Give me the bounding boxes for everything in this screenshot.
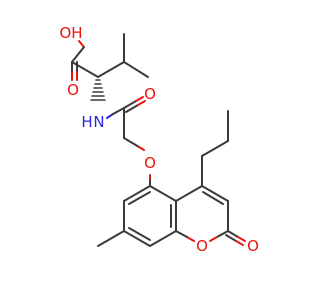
- bond-propyl-1-2: [201, 140, 229, 157]
- bond-c5-c4a: [149, 185, 177, 202]
- bond-amide-carbonyl-double: [123, 96, 146, 113]
- bond-c6-c5-inner: [128, 191, 151, 205]
- bond-beta-to-methyl-right: [123, 61, 149, 78]
- bond-acid-carbon-to-alpha-carbon: [71, 61, 99, 78]
- bond-methylene-to-ether-oxygen: [123, 137, 145, 151]
- bond-c8a-c8: [149, 230, 177, 247]
- acid-carbonyl-oxygen-label: O: [67, 81, 79, 99]
- bond-hydroxyl-to-acid-carbon: [71, 40, 85, 63]
- bond-alpha-carbon-to-beta-carbon: [97, 61, 125, 78]
- ether-oxygen-label: O: [144, 154, 156, 172]
- amide-hydrogen-label: H: [81, 113, 92, 131]
- bond-c8-c7-inner: [128, 227, 151, 241]
- amide-nitrogen-label: N: [93, 113, 104, 131]
- molecule-structure-diagram: OH O N H O O O O: [59, 24, 259, 255]
- bond-c4-c3-inner: [202, 191, 224, 205]
- bond-c4-c3: [201, 185, 229, 202]
- bond-nitrogen-to-amide-carbon: [106, 107, 125, 119]
- bond-alpha-carbon-to-nitrogen-hashed-wedge: [90, 79, 106, 101]
- bond-c6-c5: [123, 185, 151, 202]
- bond-ring-oxygen-c8a: [175, 230, 195, 242]
- bond-c7-to-methyl: [97, 230, 125, 247]
- hydroxyl-label: OH: [59, 24, 82, 42]
- ring-oxygen-label: O: [196, 237, 208, 255]
- lactone-carbonyl-oxygen-label: O: [247, 237, 259, 255]
- bond-acid-carbonyl-double: [71, 61, 78, 81]
- amide-carbonyl-oxygen-label: O: [144, 85, 156, 103]
- bond-c8-c7: [123, 230, 151, 247]
- bond-c4a-c4: [175, 185, 203, 202]
- bond-c2-ring-oxygen: [209, 230, 229, 242]
- bond-lactone-carbonyl-double: [225, 230, 246, 246]
